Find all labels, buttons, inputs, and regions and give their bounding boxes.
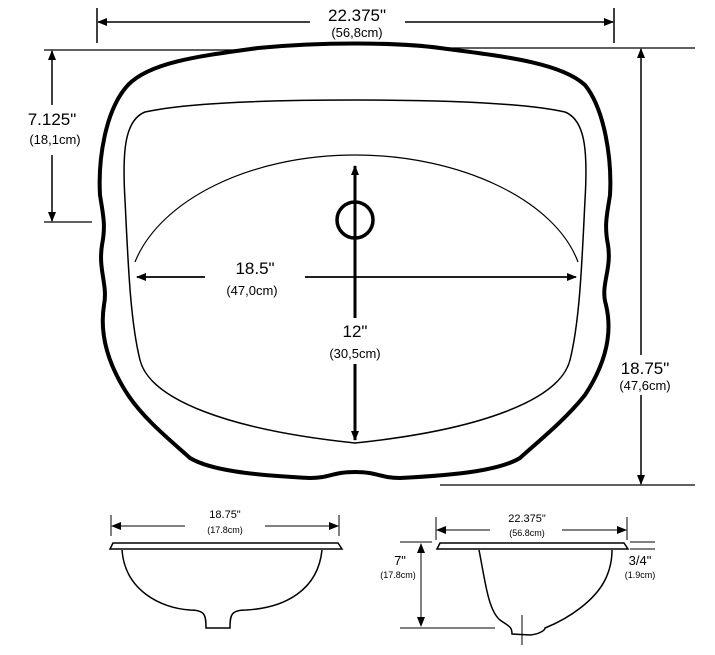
sink-rim-inner-outline <box>123 99 587 444</box>
side-width-cm-label: (56.8cm) <box>509 528 545 538</box>
rim-depth-label: 7.125" <box>28 110 77 129</box>
side-width-label: 22.375" <box>508 513 546 525</box>
front-width-label: 18.75" <box>209 509 241 521</box>
bowl-width-label: 18.5" <box>235 259 274 278</box>
depth-cm-label: (17.8cm) <box>380 570 416 580</box>
depth-label: 7" <box>394 553 406 568</box>
side-view: 22.375" (56.8cm) 7" (17.8cm) 3/4" (1.9cm… <box>380 513 655 645</box>
sink-bowl-outline <box>134 154 579 263</box>
sink-outer-outline <box>97 41 613 481</box>
length-label: 18.75" <box>621 359 670 378</box>
bowl-length-label: 12" <box>343 322 368 341</box>
width-label: 22.375" <box>328 6 386 25</box>
bowl-length-cm-label: (30,5cm) <box>329 346 380 361</box>
front-view: 18.75" (17.8cm) <box>108 509 344 629</box>
bowl-width-cm-label: (47,0cm) <box>226 283 277 298</box>
front-width-cm-label: (17.8cm) <box>207 525 243 535</box>
length-cm-label: (47,6cm) <box>619 378 670 393</box>
rim-thickness-cm-label: (1.9cm) <box>625 570 656 580</box>
rim-depth-cm-label: (18,1cm) <box>29 132 80 147</box>
width-cm-label: (56,8cm) <box>331 25 382 40</box>
rim-thickness-label: 3/4" <box>629 553 652 568</box>
